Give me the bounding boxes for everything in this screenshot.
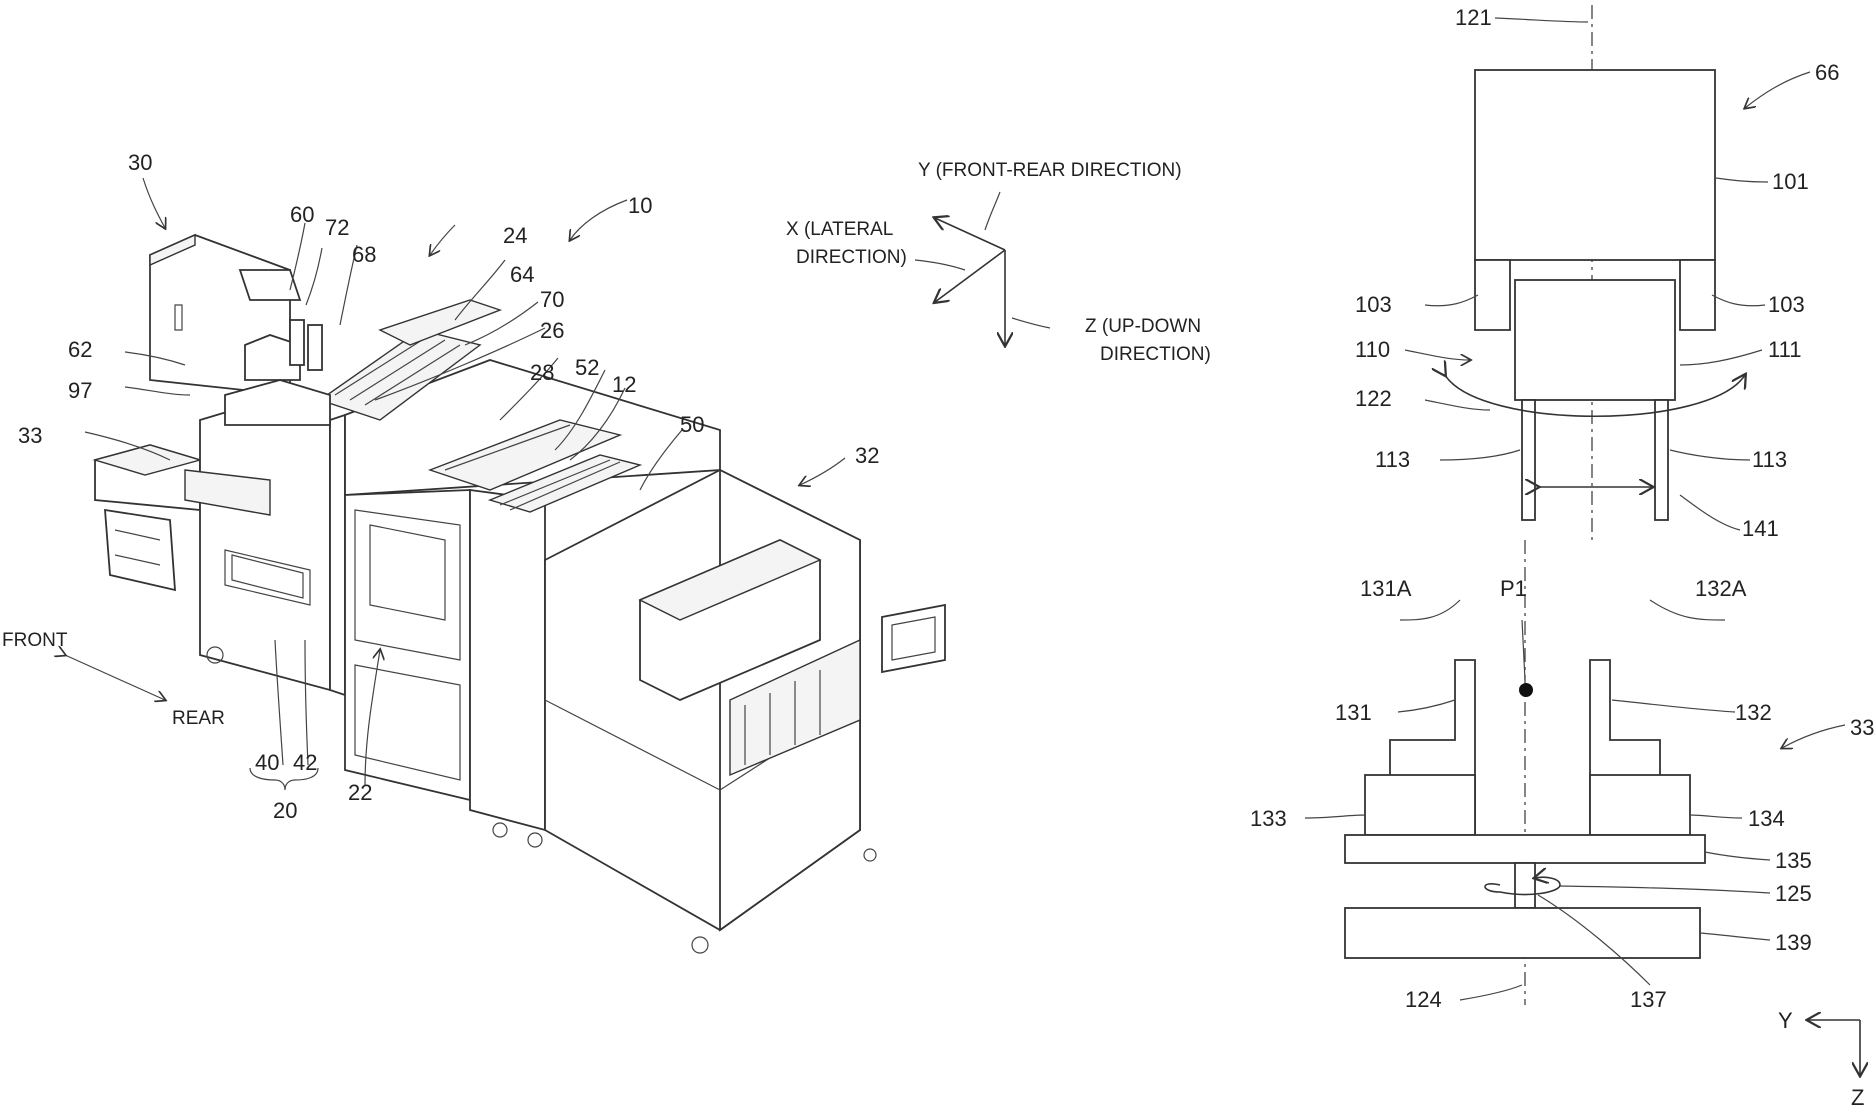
label-132: 132	[1735, 700, 1772, 725]
arm-103-left	[1475, 260, 1510, 330]
section-diagram: 121 66 101 103 103 110 111 122 113 113 1…	[1250, 5, 1874, 1110]
base-139	[1345, 908, 1700, 958]
label-111: 111	[1768, 337, 1801, 362]
block-133	[1365, 775, 1475, 835]
label-113-left: 113	[1375, 447, 1410, 472]
label-28: 28	[530, 360, 554, 385]
axis-triad: Y (FRONT-REAR DIRECTION) X (LATERAL DIRE…	[786, 160, 1211, 365]
finger-113-left	[1522, 400, 1535, 520]
axis-z-label: Z	[1851, 1085, 1864, 1110]
z-axis-label-line1: Z (UP-DOWN	[1085, 316, 1201, 337]
unit-32	[545, 470, 945, 953]
block-101	[1475, 70, 1715, 260]
point-p1	[1519, 683, 1533, 697]
label-131: 131	[1335, 700, 1372, 725]
label-52: 52	[575, 355, 599, 380]
label-50: 50	[680, 412, 704, 437]
front-rear-indicator: FRONT REAR	[2, 630, 225, 729]
label-40: 40	[255, 750, 279, 775]
axis-y-label: Y	[1778, 1008, 1793, 1033]
machine-illustration: FRONT REAR 30 60 72 68 24 10 64 70 26 28…	[2, 150, 945, 953]
label-p1: P1	[1500, 576, 1527, 601]
x-axis-label-line2: DIRECTION)	[796, 247, 907, 268]
label-139: 139	[1775, 930, 1812, 955]
finger-113-right	[1655, 400, 1668, 520]
label-60: 60	[290, 202, 314, 227]
label-20: 20	[273, 798, 297, 823]
label-101: 101	[1772, 169, 1809, 194]
label-32: 32	[855, 443, 879, 468]
label-62: 62	[68, 337, 92, 362]
plate-135	[1345, 835, 1705, 863]
label-103-right: 103	[1768, 292, 1805, 317]
label-125: 125	[1775, 881, 1812, 906]
front-label: FRONT	[2, 630, 68, 651]
label-22: 22	[348, 780, 372, 805]
label-66: 66	[1815, 60, 1839, 85]
unit-33	[95, 445, 200, 590]
label-141: 141	[1742, 516, 1779, 541]
label-122: 122	[1355, 386, 1392, 411]
rear-label: REAR	[172, 708, 225, 729]
label-134: 134	[1748, 806, 1785, 831]
label-12: 12	[612, 372, 636, 397]
y-axis-label: Y (FRONT-REAR DIRECTION)	[918, 160, 1182, 181]
z-axis-label-line2: DIRECTION)	[1100, 344, 1211, 365]
label-131A: 131A	[1360, 576, 1412, 601]
label-33-right: 33	[1850, 715, 1874, 740]
main-frame-20	[185, 405, 345, 695]
label-72: 72	[325, 215, 349, 240]
label-10: 10	[628, 193, 652, 218]
label-113-right: 113	[1752, 447, 1787, 472]
label-33: 33	[18, 423, 42, 448]
label-132A: 132A	[1695, 576, 1747, 601]
label-64: 64	[510, 262, 534, 287]
label-110: 110	[1355, 337, 1390, 362]
label-70: 70	[540, 287, 564, 312]
label-68: 68	[352, 242, 376, 267]
label-97: 97	[68, 378, 92, 403]
x-axis-label-line1: X (LATERAL	[786, 219, 893, 240]
label-124: 124	[1405, 987, 1442, 1012]
label-103-left: 103	[1355, 292, 1392, 317]
block-134	[1590, 775, 1690, 835]
gripper-111	[1515, 280, 1675, 400]
label-30: 30	[128, 150, 152, 175]
label-133: 133	[1250, 806, 1287, 831]
label-137: 137	[1630, 987, 1667, 1012]
label-135: 135	[1775, 848, 1812, 873]
label-24: 24	[503, 223, 527, 248]
label-26: 26	[540, 318, 564, 343]
label-121: 121	[1455, 5, 1492, 30]
label-42: 42	[293, 750, 317, 775]
arm-103-right	[1680, 260, 1715, 330]
shaft-137	[1515, 863, 1535, 908]
